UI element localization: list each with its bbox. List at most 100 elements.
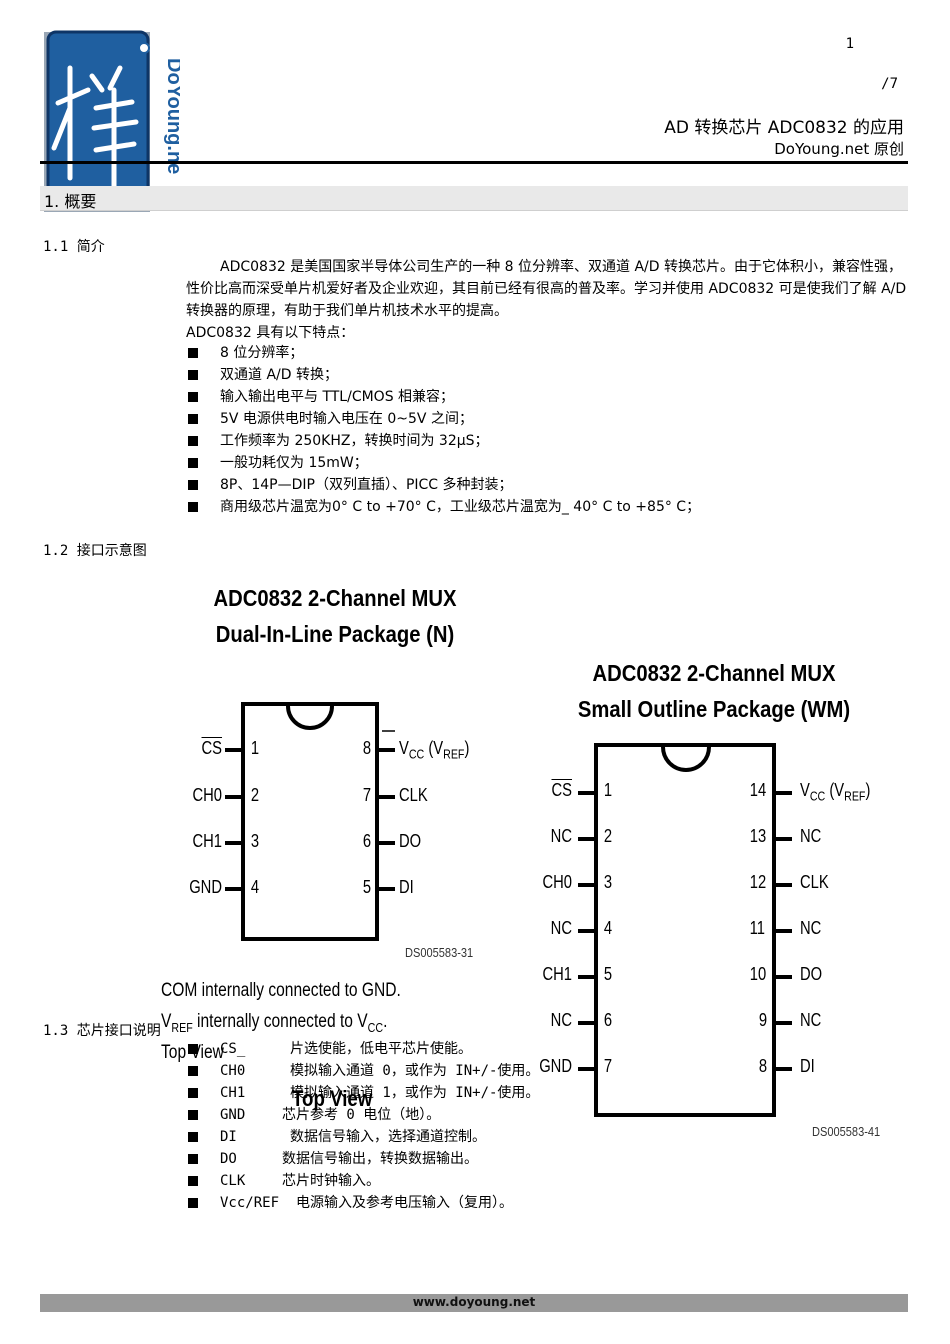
bullet-square-icon — [188, 436, 198, 446]
so-pin-number: 3 — [603, 872, 613, 892]
so-pin-number: 12 — [749, 872, 767, 892]
dip-pin-label: GND — [189, 877, 222, 897]
dip-pin-number: 1 — [250, 738, 260, 758]
list-item: 5V 电源供电时输入电压在 0~5V 之间； — [186, 408, 700, 430]
bullet-square-icon — [188, 1044, 198, 1054]
bullet-square-icon — [188, 1088, 198, 1098]
so-pin-number: 13 — [749, 826, 767, 846]
bullet-square-icon — [188, 370, 198, 380]
dip-pin-label: CH0 — [192, 785, 222, 805]
so-pin-label: CS — [551, 780, 572, 800]
list-item: 一般功耗仅为 15mW； — [186, 452, 700, 474]
bullet-square-icon — [188, 1066, 198, 1076]
heading-interface: 1.2 接口示意图 — [43, 543, 147, 559]
document-title: AD 转换芯片 ADC0832 的应用 — [664, 118, 904, 138]
bullet-square-icon — [188, 458, 198, 468]
header-rule — [40, 161, 908, 164]
so-pin-label: GND — [539, 1056, 572, 1076]
so-pin-label: VCC (VREF) — [800, 780, 871, 804]
dip-package-outline — [225, 702, 395, 941]
so-pin-label: CLK — [800, 872, 829, 892]
so-pin-number: 8 — [758, 1056, 768, 1076]
footer-url: www.doyoung.net — [412, 1295, 536, 1309]
so-pin-number: 5 — [603, 964, 613, 984]
so-package-outline — [578, 743, 792, 1117]
dip-pin-number: 5 — [362, 877, 372, 897]
heading-pins: 1.3 芯片接口说明 — [43, 1023, 161, 1039]
list-item: CS_片选使能，低电平芯片使能。 — [186, 1038, 539, 1060]
so-pin-number: 2 — [603, 826, 613, 846]
bullet-square-icon — [188, 1198, 198, 1208]
so-pin-label: NC — [550, 826, 572, 846]
so-pin-label: DO — [800, 964, 823, 984]
bullet-square-icon — [188, 348, 198, 358]
footer-bar — [40, 1294, 908, 1312]
bullet-square-icon — [188, 480, 198, 490]
list-item: 商用级芯片温宽为0° C to +70° C，工业级芯片温宽为_ 40° C t… — [186, 496, 700, 518]
doyoung-logo: DoYoung.ne — [40, 28, 185, 213]
so-pin-number: 7 — [603, 1056, 613, 1076]
dip-pin-number: 2 — [250, 785, 260, 805]
bullet-square-icon — [188, 502, 198, 512]
heading-intro: 1.1 简介 — [43, 239, 105, 255]
so-pin-number: 9 — [758, 1010, 768, 1030]
so-top-view: Top View — [292, 1086, 373, 1111]
dip-note-vref: VREF internally connected to VCC. — [161, 1011, 388, 1035]
so-pin-label: NC — [550, 918, 572, 938]
so-pin-number: 11 — [749, 918, 766, 938]
list-item: 工作频率为 250KHZ，转换时间为 32μS； — [186, 430, 700, 452]
logo-text: DoYoung.ne — [163, 58, 180, 174]
so-pin-label: NC — [800, 826, 822, 846]
section-bar — [40, 186, 908, 211]
bullet-square-icon — [188, 414, 198, 424]
so-pin-number: 14 — [749, 780, 767, 800]
intro-paragraph: ADC0832 是美国国家半导体公司生产的一种 8 位分辨率、双通道 A/D 转… — [186, 259, 907, 319]
dip-ds-code: DS005583-31 — [405, 945, 474, 960]
so-pin-label: CH0 — [542, 872, 572, 892]
bullet-square-icon — [188, 1132, 198, 1142]
dip-pin-number: 7 — [362, 785, 372, 805]
dip-pin-number: 8 — [362, 738, 372, 758]
list-item: 8P、14P—DIP（双列直插）、PICC 多种封装； — [186, 474, 700, 496]
dip-note-com: COM internally connected to GND. — [161, 980, 401, 1001]
so-pin-label: NC — [800, 918, 822, 938]
list-item: 双通道 A/D 转换； — [186, 364, 700, 386]
dip-pin-number: 6 — [362, 831, 372, 851]
so-title: ADC0832 2-Channel MUX Small Outline Pack… — [577, 660, 851, 722]
dip-title: ADC0832 2-Channel MUX Dual-In-Line Packa… — [213, 585, 457, 647]
intro-features-lead: ADC0832 具有以下特点： — [186, 325, 355, 341]
document-brand: DoYoung.net 原创 — [774, 140, 904, 158]
page-total: /7 — [881, 76, 898, 92]
so-pin-label: NC — [800, 1010, 822, 1030]
so-pin-label: DI — [800, 1056, 815, 1076]
so-pin-label: CH1 — [542, 964, 572, 984]
dip-pin-label: CS — [201, 738, 222, 758]
bullet-square-icon — [188, 392, 198, 402]
dip-pin-label: CH1 — [192, 831, 222, 851]
dip-pin-label: CLK — [399, 785, 428, 805]
bullet-square-icon — [188, 1154, 198, 1164]
list-item: 8 位分辨率； — [186, 342, 700, 364]
page-number: 1 — [845, 36, 854, 52]
so-pin-number: 1 — [603, 780, 613, 800]
so-pin-number: 10 — [749, 964, 767, 984]
list-item: 输入输出电平与 TTL/CMOS 相兼容； — [186, 386, 700, 408]
bullet-square-icon — [188, 1176, 198, 1186]
intro-text: ADC0832 是美国国家半导体公司生产的一种 8 位分辨率、双通道 A/D 转… — [186, 256, 908, 344]
so-ds-code: DS005583-41 — [812, 1124, 881, 1139]
bullet-square-icon — [188, 1110, 198, 1120]
dip-pin-label: VCC (VREF) — [399, 738, 470, 762]
dip-pin-number: 3 — [250, 831, 260, 851]
dip-pin-number: 4 — [250, 877, 260, 897]
dip-pin-label: DO — [399, 831, 422, 851]
feature-list: 8 位分辨率； 双通道 A/D 转换； 输入输出电平与 TTL/CMOS 相兼容… — [186, 342, 700, 518]
section-title: 1. 概要 — [44, 192, 97, 211]
